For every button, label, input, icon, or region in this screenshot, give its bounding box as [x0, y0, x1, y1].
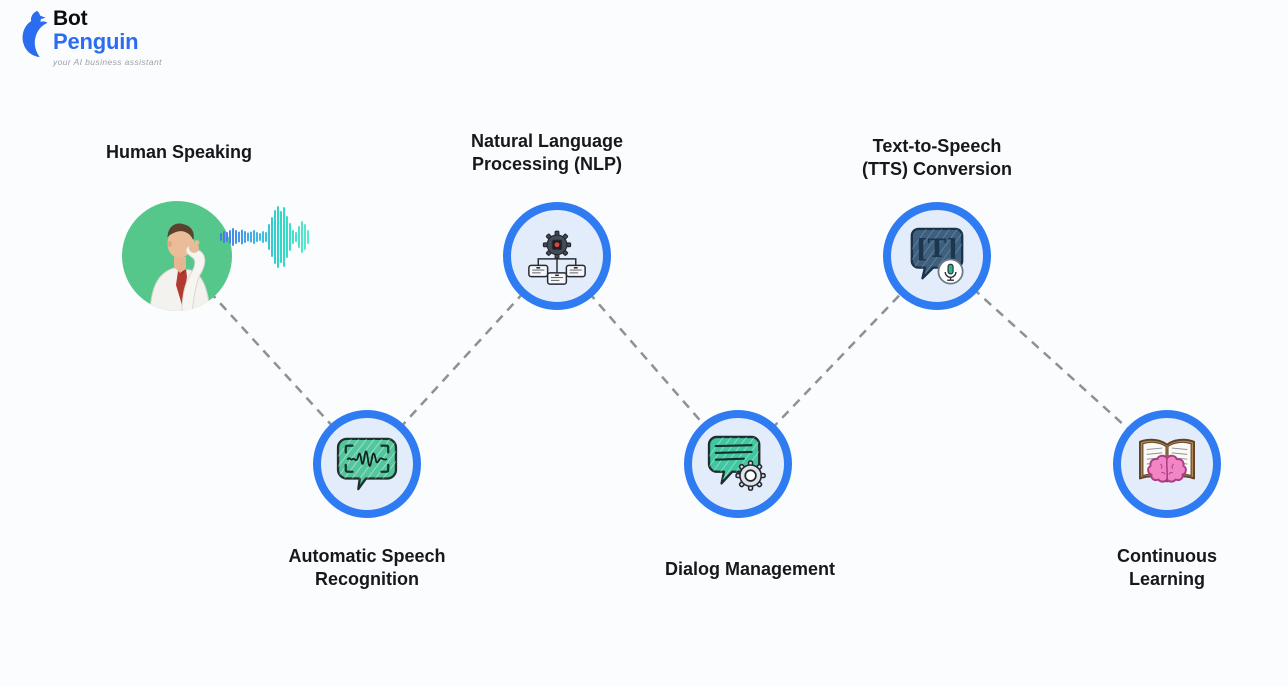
- node-label: Automatic Speech Recognition: [288, 546, 446, 589]
- node-circle: [1113, 410, 1221, 518]
- node-circle: [313, 410, 421, 518]
- gear-flowchart-icon: [528, 230, 586, 285]
- sound-wave-icon: [220, 206, 309, 268]
- open-book-brain-icon: [1139, 438, 1195, 483]
- tts-bubble-text: [T]: [916, 233, 959, 263]
- node-label: Continuous Learning: [1117, 546, 1217, 589]
- node-label: Natural Language Processing (NLP): [470, 131, 624, 174]
- speaking-man-illustration: [149, 223, 211, 311]
- node-circle: [684, 410, 792, 518]
- node-label: Text-to-Speech (TTS) Conversion: [861, 136, 1012, 179]
- logo-word-penguin: Penguin: [53, 29, 139, 54]
- node-circle: [T]: [883, 202, 991, 310]
- penguin-icon: [22, 10, 48, 58]
- chat-bubble-gear-icon: [707, 435, 766, 491]
- waveform-speech-bubble-icon: [336, 437, 398, 491]
- logo-tagline: your AI business assistant: [53, 57, 162, 67]
- node-circle: [503, 202, 611, 310]
- botpenguin-logo: Bot Penguin your AI business assistant: [14, 8, 162, 67]
- speaking-person-photo: [122, 201, 232, 311]
- node-label: Dialog Management: [664, 559, 836, 579]
- logo-word-bot: Bot: [53, 7, 88, 30]
- node-label: Human Speaking: [105, 142, 253, 162]
- logo-text: Bot Penguin your AI business assistant: [53, 7, 162, 68]
- text-bubble-microphone-icon: [T]: [910, 227, 964, 285]
